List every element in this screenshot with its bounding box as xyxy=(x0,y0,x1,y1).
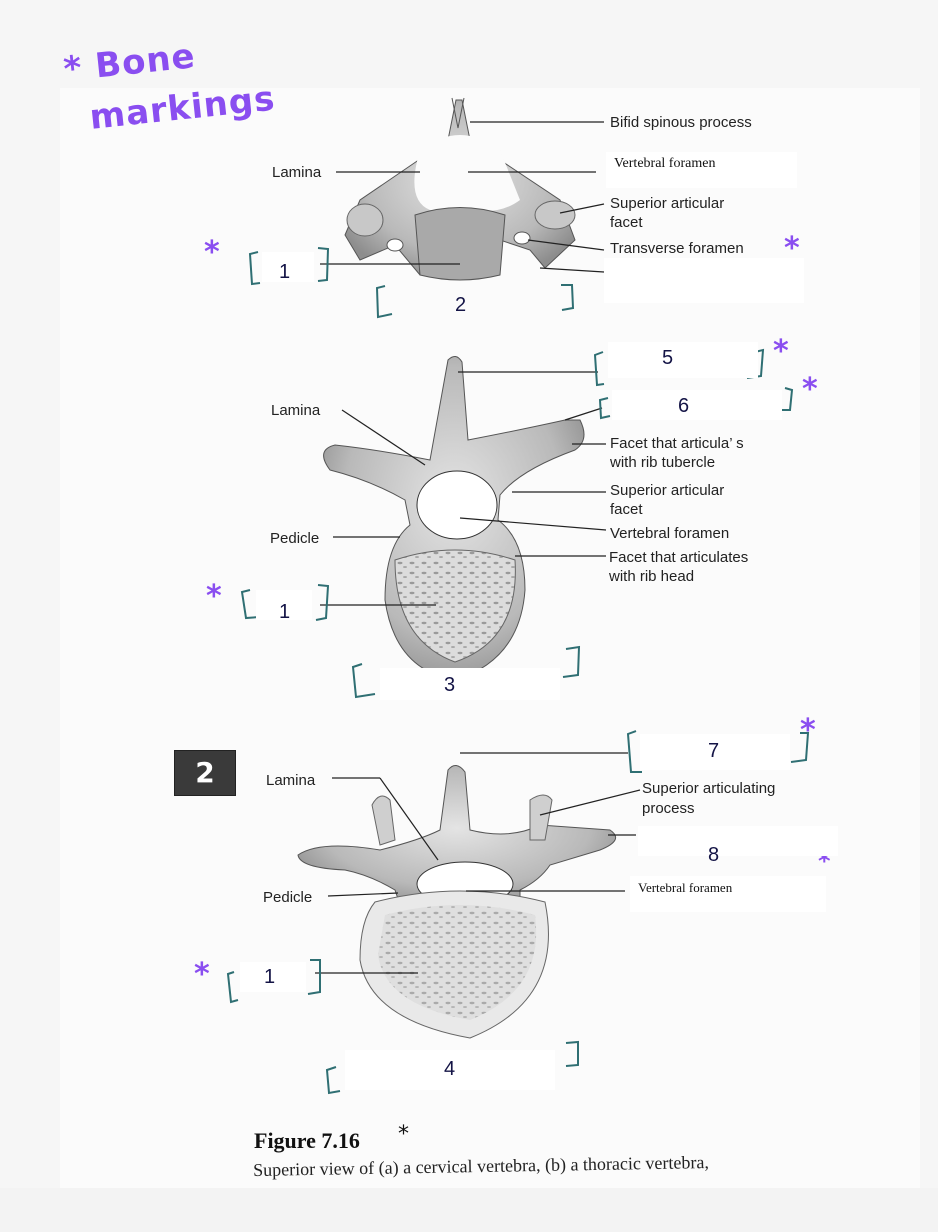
label-vertebral-foramen-lumbar: Vertebral foramen xyxy=(630,876,826,912)
page-bottom-margin xyxy=(0,1188,938,1232)
blank-answer-box xyxy=(345,1050,555,1090)
blank-number-4: 4 xyxy=(444,1058,456,1080)
label-superior-articular-facet-cervical-l1: Superior articular xyxy=(610,195,725,212)
asterisk-mark: * xyxy=(800,713,816,748)
blank-number-3: 3 xyxy=(444,674,456,696)
blank-number-1-thoracic: 1 xyxy=(279,601,291,623)
label-superior-articular-facet-thoracic-l2: facet xyxy=(610,501,643,518)
label-superior-articular-facet-thoracic-l1: Superior articular xyxy=(610,482,725,499)
blank-number-5: 5 xyxy=(662,347,674,369)
blank-answer-box xyxy=(638,826,838,856)
cervical-vertebra-drawing xyxy=(344,97,576,281)
figure-part-badge: 2 xyxy=(174,750,236,796)
figure-title: Figure 7.16 xyxy=(254,1128,360,1153)
blank-answer-box xyxy=(608,342,758,378)
blank-answer-box xyxy=(240,962,306,992)
asterisk-mark: * xyxy=(773,334,789,369)
label-superior-articulating-process-l2: process xyxy=(642,800,695,817)
blank-number-7: 7 xyxy=(708,740,720,762)
blank-answer-box xyxy=(612,390,782,420)
asterisk-mark: * xyxy=(784,231,800,266)
blank-number-1-lumbar: 1 xyxy=(264,966,276,988)
asterisk-mark: * xyxy=(206,579,222,614)
label-facet-rib-tubercle-l1: Facet that articula’ s xyxy=(610,435,744,452)
asterisk-mark: * xyxy=(802,372,818,407)
leader-lines xyxy=(315,121,641,974)
blank-answer-box xyxy=(380,668,560,700)
label-vertebral-foramen-thoracic: Vertebral foramen xyxy=(610,525,730,542)
label-facet-rib-head-l2: with rib head xyxy=(609,568,695,585)
blank-answer-box xyxy=(262,252,314,282)
blank-number-6: 6 xyxy=(678,395,690,417)
label-vertebral-foramen-cervical: Vertebral foramen xyxy=(606,152,797,188)
lumbar-vertebra-drawing xyxy=(297,765,617,1039)
asterisk-mark: * xyxy=(194,957,210,992)
blank-number-8: 8 xyxy=(708,844,720,866)
label-superior-articulating-process-l1: Superior articulating xyxy=(642,780,776,797)
blank-number-1-cervical: 1 xyxy=(279,261,291,283)
label-facet-rib-tubercle-l2: with rib tubercle xyxy=(610,454,716,471)
label-lamina-cervical: Lamina xyxy=(272,164,322,181)
label-bifid-spinous-process: Bifid spinous process xyxy=(610,114,752,131)
thoracic-vertebra-drawing xyxy=(323,356,585,681)
label-pedicle-lumbar: Pedicle xyxy=(263,889,313,906)
asterisk-mark: * xyxy=(204,235,220,270)
label-superior-articular-facet-cervical-l2: facet xyxy=(610,214,643,231)
blank-number-2: 2 xyxy=(455,294,467,316)
label-pedicle-thoracic: Pedicle xyxy=(270,530,320,547)
label-lamina-thoracic: Lamina xyxy=(271,402,321,419)
pen-mark: * xyxy=(398,1122,409,1147)
label-lamina-lumbar: Lamina xyxy=(266,772,316,789)
label-facet-rib-head-l1: Facet that articulates xyxy=(609,549,749,566)
label-transverse-foramen: Transverse foramen xyxy=(610,240,744,257)
blank-answer-box xyxy=(604,258,804,303)
blank-answer-box xyxy=(256,590,312,620)
blank-answer-box xyxy=(640,734,790,770)
